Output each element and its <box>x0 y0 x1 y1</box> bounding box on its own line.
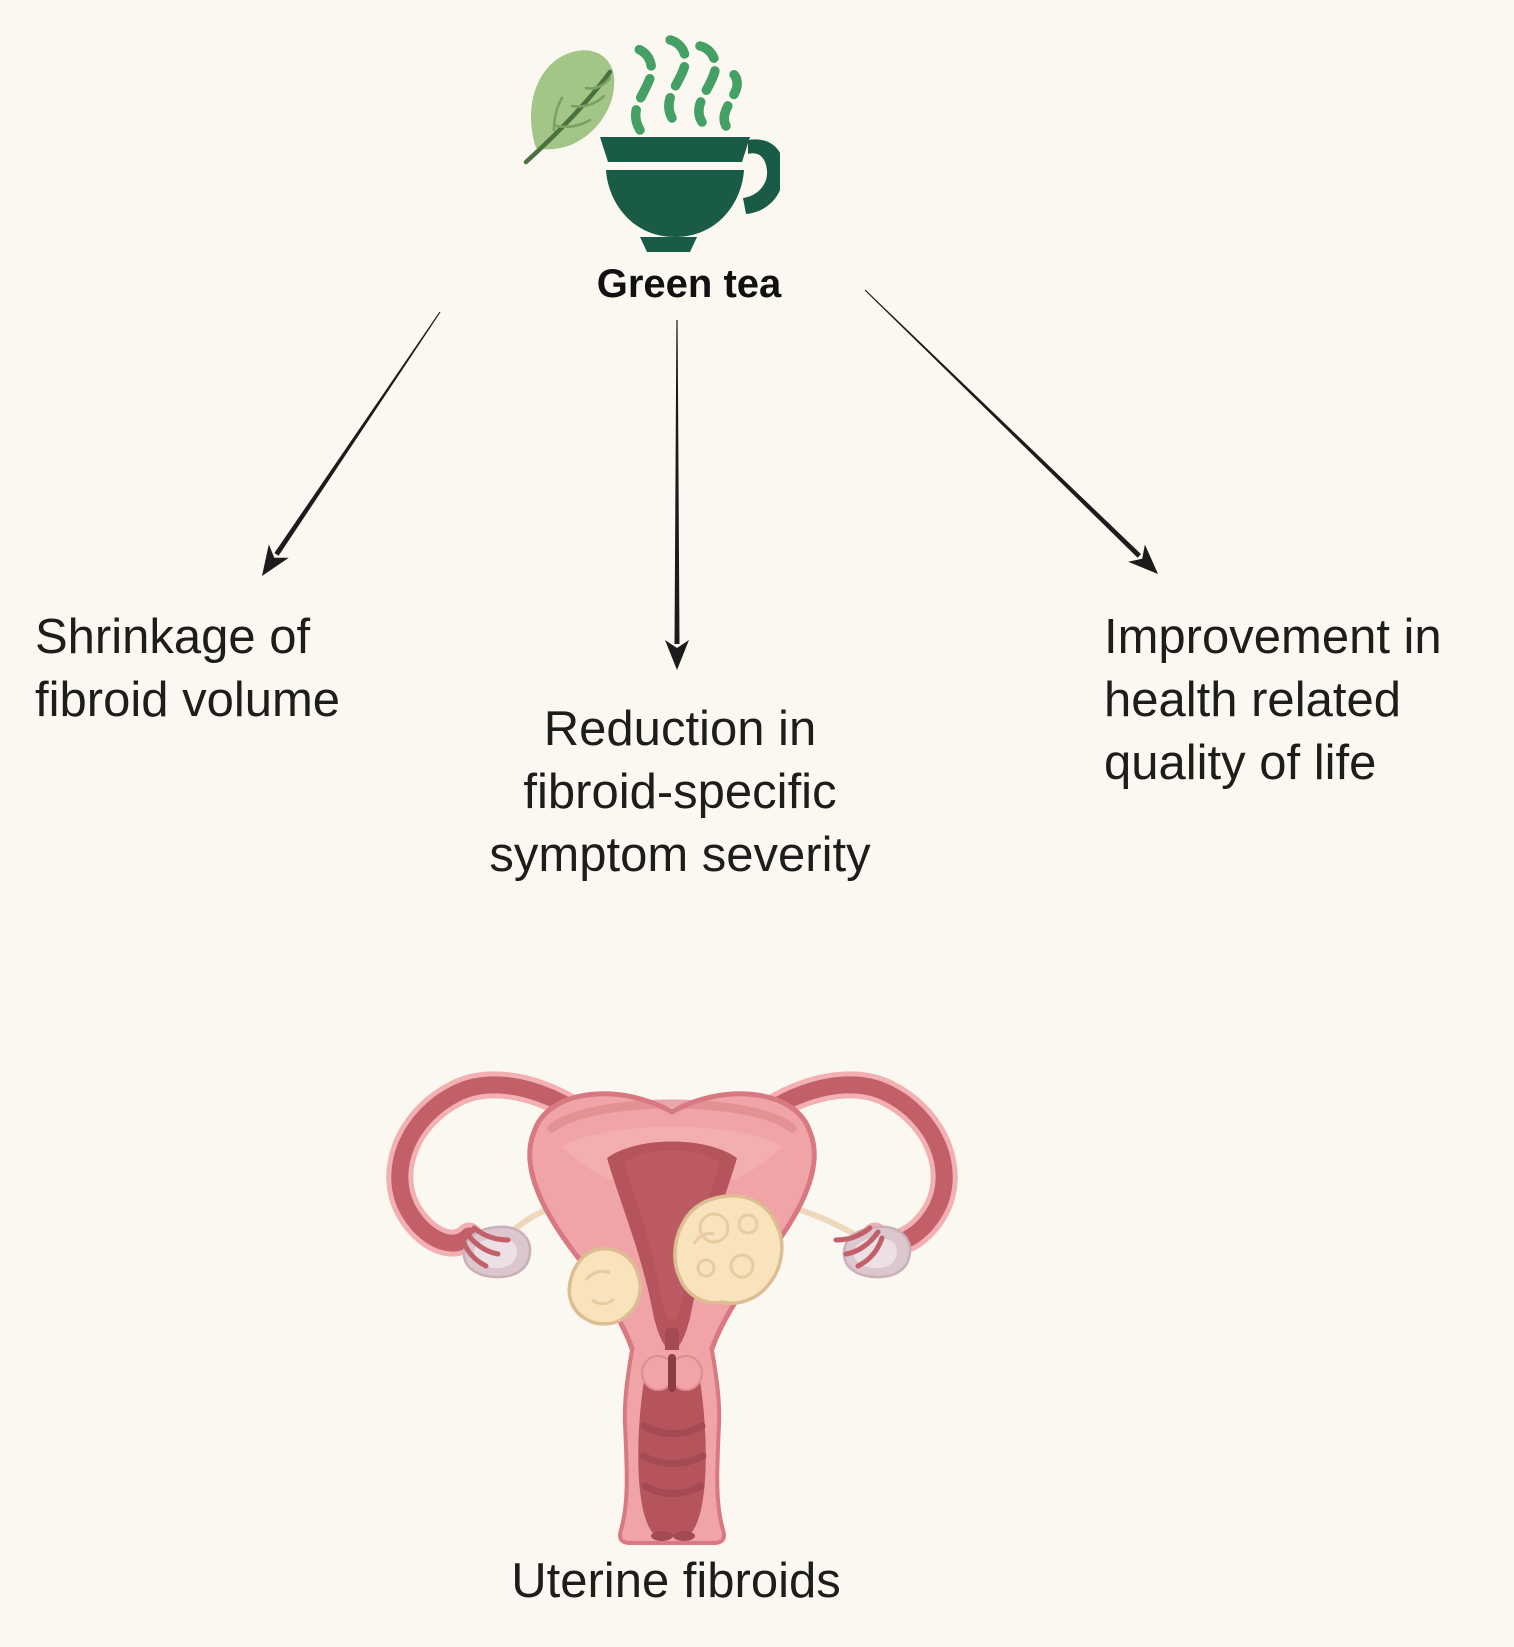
outcome-symptom-reduction-label: Reduction in fibroid-specific symptom se… <box>489 702 871 882</box>
uterus-illustration <box>386 1071 958 1545</box>
fimbriae-right <box>833 1225 885 1269</box>
arrow-to-symptom-reduction <box>665 320 689 670</box>
arrows-layer <box>262 289 1158 670</box>
green-tea-label: Green tea <box>596 262 782 306</box>
fimbriae-left <box>459 1225 511 1269</box>
outcome-shrinkage-label: Shrinkage of fibroid volume <box>35 610 341 727</box>
fibroid-subserosal <box>567 1247 643 1326</box>
steam-icon <box>629 35 742 135</box>
green-tea-icon <box>523 35 780 252</box>
fallopian-tube-right <box>716 1071 958 1257</box>
leaf-icon <box>523 50 615 165</box>
fallopian-tube-left <box>386 1071 628 1257</box>
fibroid-submucosal <box>673 1194 784 1305</box>
cervix-vagina <box>618 1349 726 1545</box>
arrow-to-shrinkage <box>262 311 441 576</box>
uterine-fibroids-label: Uterine fibroids <box>511 1554 841 1608</box>
tea-cup-icon <box>600 137 780 252</box>
arrow-to-quality-of-life <box>864 289 1158 574</box>
outcome-quality-of-life-label: Improvement in health related quality of… <box>1104 610 1442 790</box>
